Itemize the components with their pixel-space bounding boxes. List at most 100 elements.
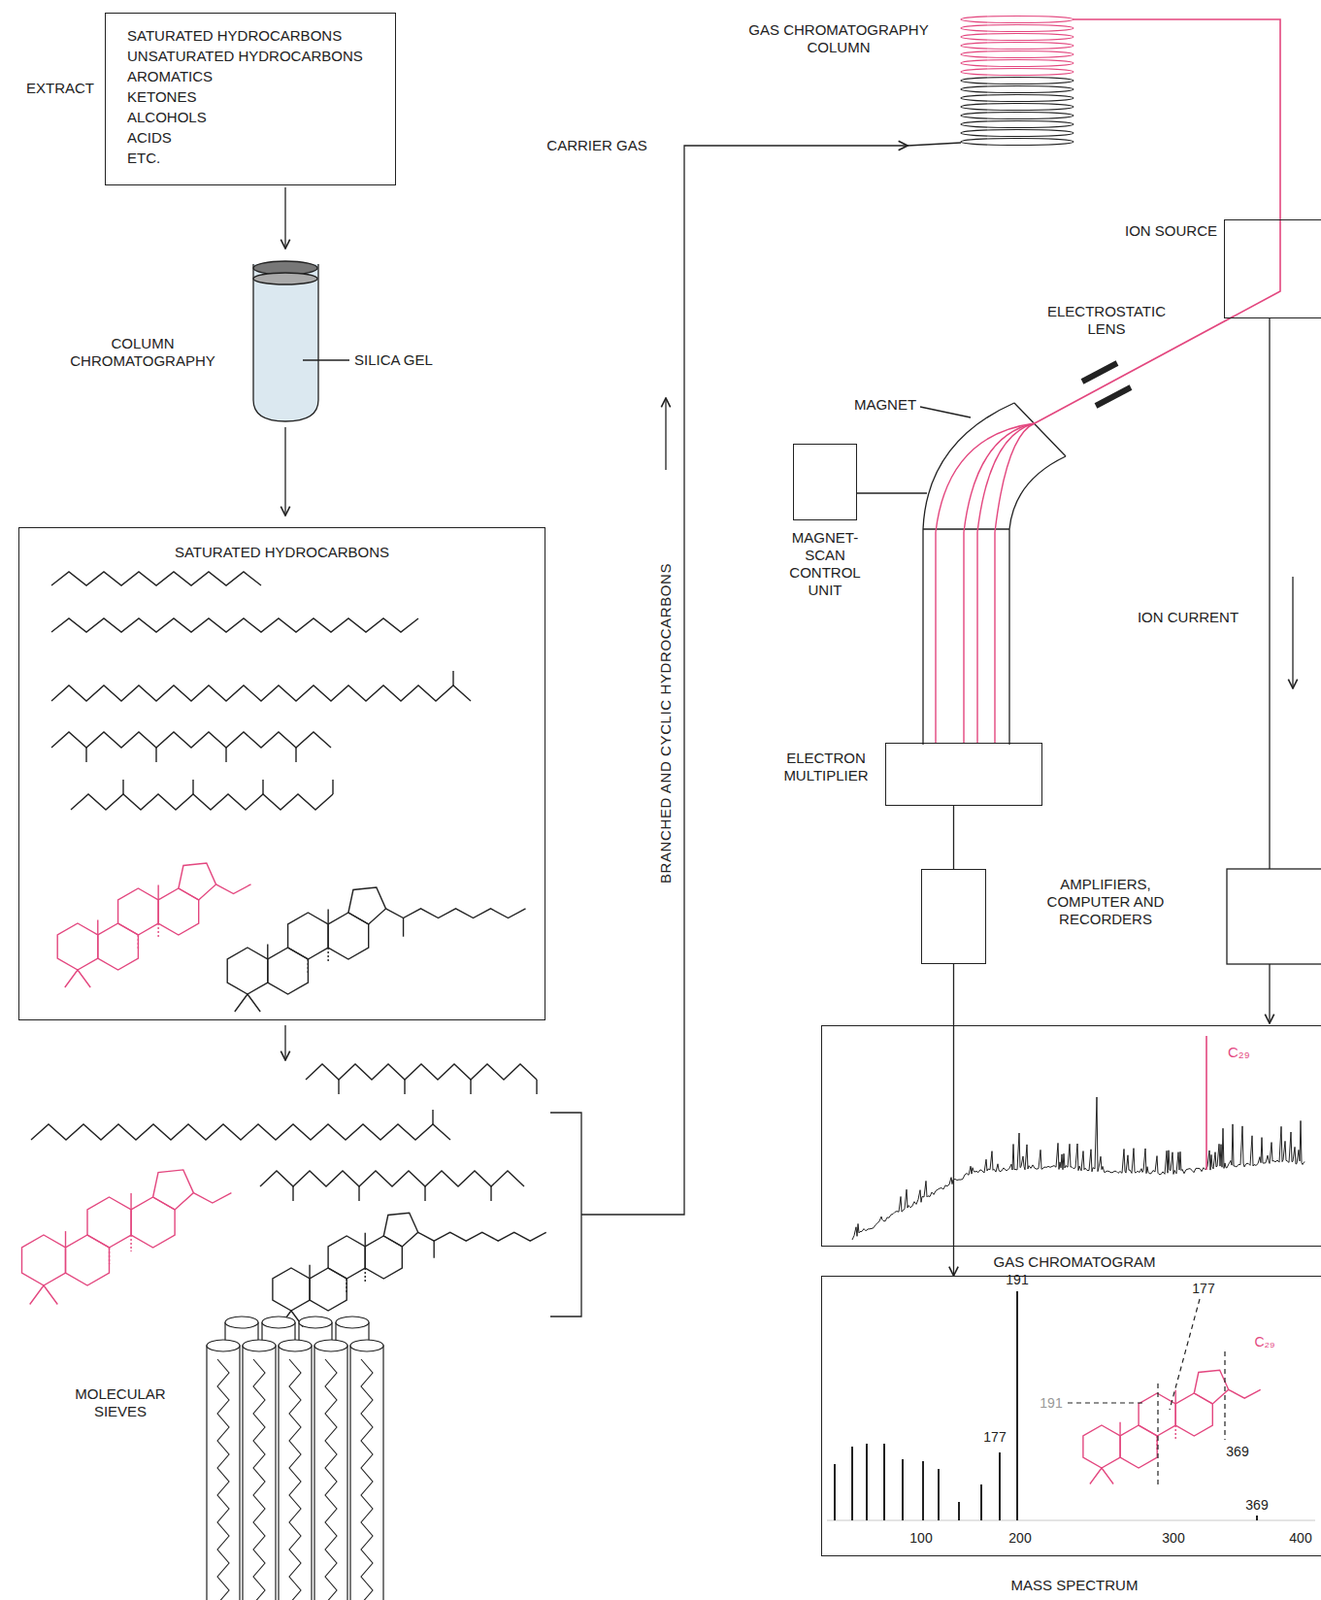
methyl-branch xyxy=(225,747,227,762)
gem-dimethyl xyxy=(234,993,261,1012)
methyl xyxy=(327,908,329,925)
ring xyxy=(153,1169,195,1210)
column-coil xyxy=(960,42,1074,50)
node-label: ION SOURCE xyxy=(1124,222,1218,240)
side-chain xyxy=(1228,1388,1261,1398)
methyl-branch xyxy=(452,670,454,686)
ring xyxy=(348,887,387,925)
part-name: ELECTROSTATIC LENS xyxy=(1043,302,1170,338)
methyl-branch xyxy=(431,1109,433,1124)
spectrum-number: 300 xyxy=(1161,1529,1185,1546)
leader-line xyxy=(920,406,971,418)
node-label: C₂₉ xyxy=(1227,1043,1251,1061)
sieve-pore xyxy=(361,1358,373,1600)
carbon-chain xyxy=(51,685,471,701)
spectrum-number: 177 xyxy=(1191,1280,1215,1296)
ring xyxy=(328,1235,365,1279)
column-coil xyxy=(960,33,1074,41)
ring xyxy=(131,1196,175,1248)
column-coil xyxy=(960,103,1074,111)
test-tube xyxy=(253,264,319,422)
magnet xyxy=(923,402,1066,745)
silica-band xyxy=(253,272,318,285)
column-coil xyxy=(960,121,1074,129)
sieve-pore xyxy=(253,1358,265,1600)
sieve-pore xyxy=(217,1358,230,1600)
column-coil xyxy=(960,95,1074,102)
control-wire xyxy=(857,492,927,494)
part-name: ION CURRENT xyxy=(1137,608,1239,627)
methyl-branch xyxy=(155,747,157,762)
methyl-branch xyxy=(469,1079,471,1094)
sieve-cylinder xyxy=(225,1316,259,1328)
node-label: MASS SPECTRUM xyxy=(948,1576,1201,1594)
sieve-cylinder xyxy=(298,1316,332,1328)
node-label: SATURATED HYDROCARBONS xyxy=(174,543,390,562)
column-coil xyxy=(960,16,1074,24)
carbon-chain xyxy=(70,793,333,810)
spectrum-peak xyxy=(833,1463,836,1520)
sieve-cylinder xyxy=(262,1316,296,1328)
flow-arrow xyxy=(284,427,286,516)
node-label: ELECTRON MULTIPLIER xyxy=(775,749,877,785)
methyl-branch xyxy=(331,779,333,794)
methyl-branch xyxy=(490,1186,492,1201)
ring xyxy=(1138,1392,1176,1436)
sample-box: EXTRACTSATURATED HYDROCARBONSUNSATURATED… xyxy=(104,12,397,186)
node-label: SATURATED HYDROCARBONS xyxy=(127,27,342,45)
sieve-cylinder xyxy=(206,1345,240,1600)
methyl xyxy=(137,934,139,951)
fraction-box: SATURATED HYDROCARBONS xyxy=(18,527,546,1021)
signal-wire xyxy=(953,805,955,869)
side-chain xyxy=(386,908,527,919)
column-coil xyxy=(960,130,1074,137)
sieve-cylinder xyxy=(206,1339,240,1352)
spectrum-number: 100 xyxy=(909,1529,932,1546)
carbon-chain xyxy=(51,618,419,632)
ring xyxy=(272,1267,310,1311)
spectrum-peak xyxy=(937,1468,940,1520)
chromatogram-panel: C₂₉GAS CHROMATOGRAM xyxy=(821,1024,1321,1247)
column-coil xyxy=(960,60,1074,67)
side-chain xyxy=(418,1231,547,1241)
carbon-chain xyxy=(31,1123,451,1140)
methyl xyxy=(1175,1389,1177,1404)
cleavage-line xyxy=(1067,1401,1146,1403)
sieve-cylinder xyxy=(350,1345,384,1600)
column-coil xyxy=(960,138,1074,146)
column-coil xyxy=(960,51,1074,59)
node-label: AMPLIFIERS, COMPUTER AND RECORDERS xyxy=(1027,875,1184,928)
ring xyxy=(87,1196,132,1248)
methyl-branch xyxy=(424,1186,426,1201)
ring xyxy=(158,888,199,935)
part-name: MOLECULAR SIEVES xyxy=(57,1385,184,1421)
flow-line xyxy=(581,145,908,1215)
sieve-pore xyxy=(289,1358,301,1600)
methyl xyxy=(307,958,309,975)
methyl xyxy=(130,1192,132,1210)
ring xyxy=(1193,1369,1228,1404)
spectrum-peak xyxy=(957,1501,960,1520)
carbon-chain xyxy=(51,731,331,748)
sieve-cylinder xyxy=(242,1345,276,1600)
spectrum-axis xyxy=(826,1519,1316,1521)
methyl-branch xyxy=(292,1186,294,1201)
spectrum-panel: MASS SPECTRUM xyxy=(821,1275,1321,1556)
ring xyxy=(118,888,160,935)
methyl xyxy=(266,943,268,959)
lens-plate xyxy=(1082,363,1118,382)
part-name: COLUMN CHROMATOGRAPHY xyxy=(65,334,221,370)
methyl xyxy=(1119,1421,1121,1436)
node-label: ALCOHOLS xyxy=(127,108,207,127)
spectrum-peak xyxy=(901,1458,904,1520)
side-chain xyxy=(216,884,252,894)
methyl xyxy=(402,918,404,937)
spectrum-number: 191 xyxy=(1005,1271,1028,1288)
ring xyxy=(1120,1424,1157,1468)
flow-arrow xyxy=(664,397,666,470)
ring xyxy=(227,947,268,994)
ion-beam xyxy=(994,423,1035,743)
node-label: AROMATICS xyxy=(127,67,213,86)
methyl-branch xyxy=(122,779,124,794)
ring xyxy=(178,862,217,900)
